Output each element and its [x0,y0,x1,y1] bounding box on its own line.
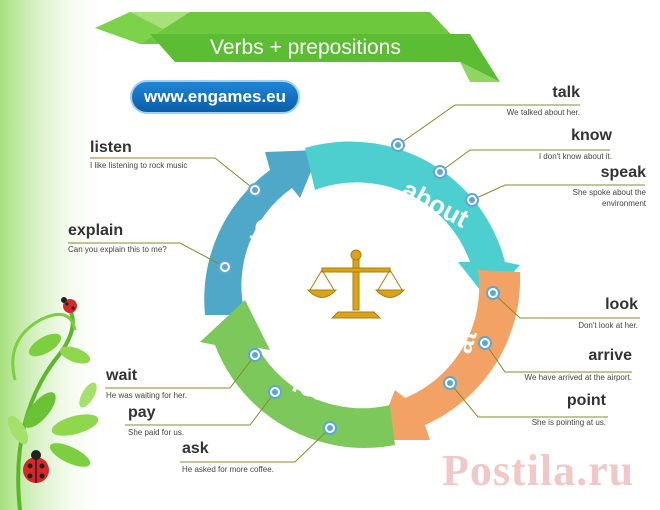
example-pay: She paid for us. [128,428,185,437]
arrow-at [375,270,521,440]
verb-know: know [571,127,612,144]
dot-arrive [478,336,492,350]
example-explain: Can you explain this to me? [68,245,167,254]
dot-pay [268,385,282,399]
dot-ask [323,421,337,435]
example-point: She is pointing at us. [531,418,606,427]
dot-speak [465,193,479,207]
arrow-to [204,150,320,315]
dot-know [433,165,447,179]
site-link-button[interactable]: www.engames.eu [130,80,300,114]
dot-look [486,286,500,300]
example-listen: I like listening to rock music [90,161,188,170]
arrow-about [305,141,520,300]
scales-icon [306,249,406,319]
dot-point [443,376,457,390]
page-title: Verbs + prepositions [210,36,401,59]
verb-listen: listen [90,139,132,156]
dot-listen [248,183,262,197]
verb-look: look [605,296,638,313]
verb-pay: pay [128,404,156,421]
dot-talk [391,138,405,152]
connector-dots [218,138,500,435]
verb-talk: talk [552,84,580,101]
example-talk: We talked about her. [506,108,580,117]
verb-wait: wait [106,367,138,384]
example-look: Don't look at her. [578,321,638,330]
example-know: I don't know about it. [538,152,612,161]
example-ask: He asked for more coffee. [182,465,274,474]
verb-ask: ask [182,440,209,457]
ladybug-large-icon [23,450,49,483]
connector-lines [68,104,645,463]
arrow-for [200,300,395,448]
verb-arrive: arrive [588,347,632,364]
verb-explain: explain [68,222,124,239]
verb-speak: speak [600,164,646,181]
cycle-diagram [200,141,521,448]
example-wait: He was waiting for her. [106,391,187,400]
watermark-text: Postila.ru [442,446,635,495]
dot-wait [248,348,262,362]
example-speak: She spoke about the environment [572,188,646,208]
leaf-decoration [7,309,99,510]
dot-explain [218,260,232,274]
example-arrive: We have arrived at the airport. [524,373,632,382]
verb-point: point [566,392,606,409]
ladybug-small-icon [61,297,77,313]
header-ribbon [95,12,500,82]
